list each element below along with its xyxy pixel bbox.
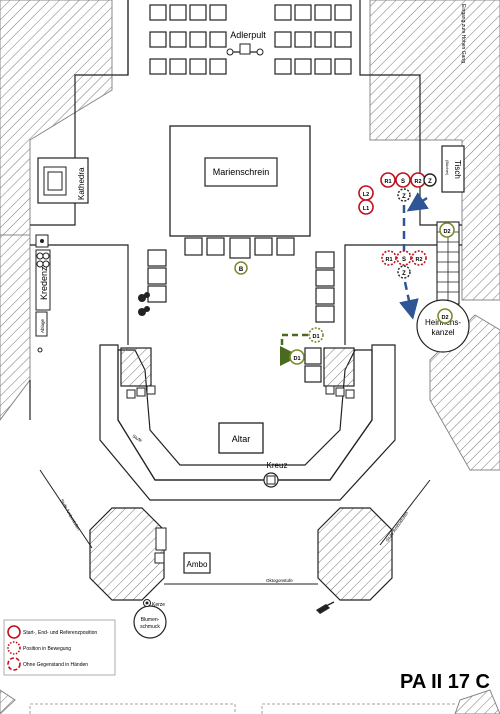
pews — [147, 4, 352, 383]
marker-b-label: B — [239, 267, 244, 273]
blumenschmuck-label-1: Blumen- — [141, 617, 160, 623]
legend-item-dotted: Position in Bewegung — [23, 646, 71, 652]
wall-right-pillar — [429, 314, 500, 471]
heinrichskanzel-label-2: kanzel — [431, 328, 454, 337]
movement-paths — [280, 192, 429, 366]
wall-bottom-right — [454, 689, 500, 714]
marker-z-1-label: Z — [428, 179, 432, 185]
path-arrow-kanzel — [399, 281, 419, 320]
marker-z-3-label: Z — [402, 271, 406, 277]
marker-r1-moving — [381, 250, 397, 266]
marker-b — [234, 261, 248, 275]
stufe-ambo-label: Stufe Ambostufen — [59, 498, 81, 532]
ablage-label: Ablage — [40, 318, 45, 333]
kerze-label: Kerze — [152, 602, 165, 608]
marker-l1 — [358, 199, 374, 215]
kreuz-label: Kreuz — [267, 461, 288, 470]
marker-z-2 — [397, 188, 411, 202]
wall-left — [0, 234, 31, 421]
marker-l1-label: L1 — [363, 206, 369, 212]
marker-d2-top-label: D2 — [443, 229, 450, 235]
marker-s — [395, 172, 411, 188]
adlerpult-label: Adlerpult — [230, 30, 266, 40]
legend-item-dashed: Ohne Gegenstand in Händen — [23, 662, 88, 668]
blumenschmuck: Blumen- schmuck Kerze — [133, 599, 167, 639]
octagon-pillars — [89, 507, 393, 601]
marker-r1-label: R1 — [384, 179, 391, 185]
marker-d2-bottom — [437, 308, 453, 324]
marker-l2-label: L2 — [363, 192, 369, 198]
marker-d2-top — [439, 222, 455, 238]
legend-item-solid: Start-, End- und Referenzposition — [23, 630, 97, 636]
path-arrow-tisch — [406, 192, 429, 212]
top-edge-label: Eingang zum Hohen Gang — [460, 4, 466, 63]
steps — [39, 469, 431, 585]
tool-icon — [316, 601, 335, 614]
wall-bottom-left — [0, 689, 16, 714]
marker-d2-bottom-label: D2 — [441, 315, 448, 321]
altar: Altar — [218, 422, 264, 454]
marienschrein-label: Marienschrein — [213, 167, 270, 177]
altar-label: Altar — [232, 434, 251, 444]
marker-z-1 — [423, 173, 437, 187]
marker-r1 — [380, 172, 396, 188]
markers: B L2 L1 R1 S R2 Z Z R1 S R2 Z D2 D2 D1 D… — [234, 172, 455, 365]
marienschrein: Marienschrein — [169, 125, 311, 237]
marker-d1 — [289, 349, 305, 365]
flower-pots — [138, 292, 150, 316]
path-arrow-green — [280, 333, 308, 366]
page-code: PA II 17 C — [400, 671, 490, 693]
marker-z-2-label: Z — [402, 194, 406, 200]
marker-s-label: S — [401, 179, 405, 185]
bottom-frame — [29, 703, 455, 714]
marker-d1-label: D1 — [293, 356, 300, 362]
marker-r2-label: R2 — [414, 179, 421, 185]
kreuz: Kreuz — [263, 461, 288, 488]
blumenschmuck-label-2: schmuck — [140, 624, 160, 630]
legend-solid-icon — [7, 625, 21, 639]
oktogonstufe-label: Oktogonstufe — [266, 578, 293, 583]
wall-top-left — [0, 0, 113, 236]
marker-z-3 — [397, 265, 411, 279]
kredenz-label: Kredenz — [39, 266, 49, 300]
marker-r2-moving-label: R2 — [415, 257, 422, 263]
kredenz: Kredenz Ablage — [35, 234, 51, 353]
marker-d1-moving — [308, 327, 324, 343]
marker-r2-moving — [411, 250, 427, 266]
ambo-label: Ambo — [187, 560, 208, 569]
tisch: Tisch (Bücher) — [441, 145, 465, 193]
ambo: Ambo — [183, 552, 211, 574]
tisch-label: Tisch — [453, 160, 462, 179]
marker-r1-moving-label: R1 — [385, 257, 392, 263]
legend-dotted-icon — [7, 641, 21, 655]
legend: Start-, End- und Referenzposition Positi… — [3, 619, 116, 676]
kathedra-label: Kathedra — [77, 167, 86, 200]
marker-s-moving — [396, 250, 412, 266]
marker-s-moving-label: S — [402, 257, 406, 263]
marker-d1-moving-label: D1 — [312, 334, 319, 340]
stufe-left-label: Stufe — [132, 434, 144, 444]
chancel-pillars — [120, 347, 355, 399]
tisch-sub-label: (Bücher) — [445, 160, 450, 176]
heinrichskanzel: Heinrichs- kanzel — [416, 221, 470, 353]
adlerpult: Adlerpult — [226, 30, 266, 56]
legend-dashed-icon — [7, 657, 21, 671]
kathedra: Kathedra — [37, 157, 89, 204]
